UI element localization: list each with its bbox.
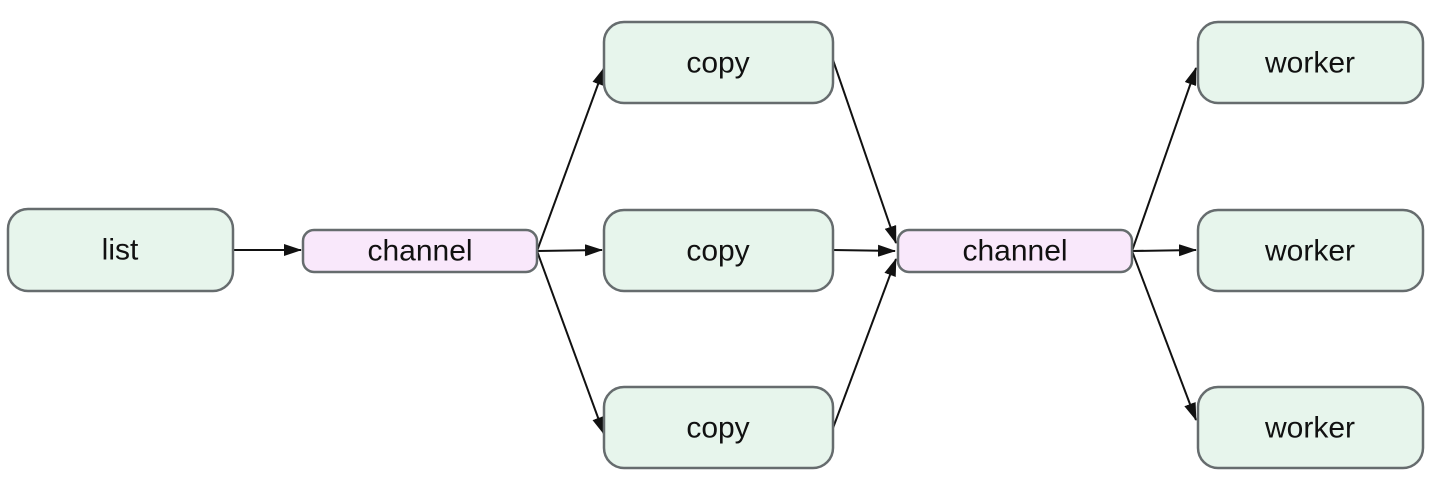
- edge-channel-1-to-copy-3: [536, 250, 605, 435]
- node-channel-2-label: channel: [962, 235, 1067, 268]
- node-channel-1-label: channel: [367, 235, 472, 268]
- node-worker-3-label: worker: [1264, 412, 1355, 445]
- node-worker-3: worker: [1196, 385, 1425, 470]
- node-copy-1-box: [602, 20, 835, 105]
- edge-copy-1-to-channel-2: [832, 59, 897, 244]
- edge-channel-1-to-copy-1: [536, 67, 605, 252]
- node-worker-1-label: worker: [1264, 47, 1355, 80]
- node-copy-1-label: copy: [686, 47, 749, 80]
- node-worker-1-box: [1196, 20, 1425, 105]
- edge-channel-2-to-worker-3: [1131, 250, 1197, 421]
- node-channel-2-box: [896, 228, 1134, 274]
- node-copy-2: copy: [602, 208, 835, 293]
- node-copy-2-label: copy: [686, 235, 749, 268]
- edge-channel-2-to-worker-2: [1131, 244, 1197, 257]
- node-list: list: [6, 207, 235, 293]
- edge-channel-1-to-copy-2: [536, 244, 603, 257]
- node-channel-1-box: [301, 228, 539, 274]
- node-worker-2: worker: [1196, 208, 1425, 293]
- node-copy-2-box: [602, 208, 835, 293]
- node-copy-1: copy: [602, 20, 835, 105]
- node-worker-1: worker: [1196, 20, 1425, 105]
- edge-copy-3-to-channel-2: [832, 258, 897, 429]
- node-channel-1: channel: [301, 228, 539, 274]
- node-copy-3: copy: [602, 385, 835, 470]
- edge-layer: [233, 59, 1197, 435]
- node-worker-2-label: worker: [1264, 235, 1355, 268]
- node-list-label: list: [102, 234, 139, 267]
- node-copy-3-label: copy: [686, 412, 749, 445]
- edge-channel-2-to-worker-1: [1131, 67, 1197, 252]
- node-list-box: [6, 207, 235, 293]
- node-worker-3-box: [1196, 385, 1425, 470]
- edge-copy-2-to-channel-2: [832, 244, 896, 257]
- node-channel-2: channel: [896, 228, 1134, 274]
- node-layer: list channel copy copy copy channel: [6, 20, 1425, 470]
- node-copy-3-box: [602, 385, 835, 470]
- node-worker-2-box: [1196, 208, 1425, 293]
